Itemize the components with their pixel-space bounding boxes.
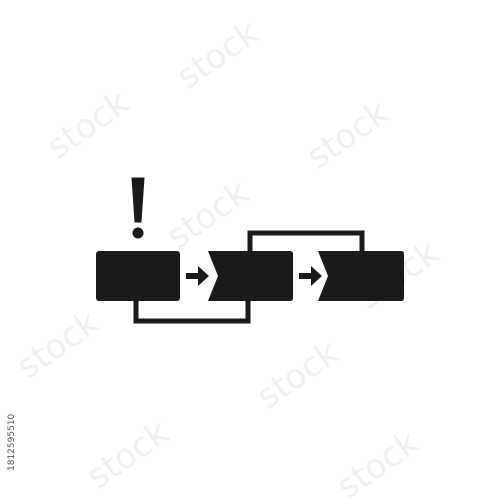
loop-connector-bottom [133, 301, 251, 324]
arrow-right-icon [186, 266, 209, 286]
loop-connector-top [247, 230, 365, 251]
exclamation-dot-icon [132, 227, 144, 239]
process-box-2 [208, 251, 293, 301]
watermark-text: stock [250, 333, 347, 418]
watermark-text: stock [10, 303, 107, 388]
exclamation-mark-icon [131, 177, 145, 223]
watermark-text: stock [160, 173, 257, 258]
arrow-right-icon [299, 266, 322, 286]
process-box-3 [318, 251, 404, 301]
watermark-text: stock [300, 93, 397, 178]
watermark-text: stock [40, 83, 137, 168]
process-box-1 [96, 251, 180, 301]
watermark-text: stock [80, 413, 177, 498]
watermark-text: stock [330, 423, 427, 500]
watermark-text: stock [170, 13, 267, 98]
stock-id-label: 1812595510 [7, 413, 17, 471]
